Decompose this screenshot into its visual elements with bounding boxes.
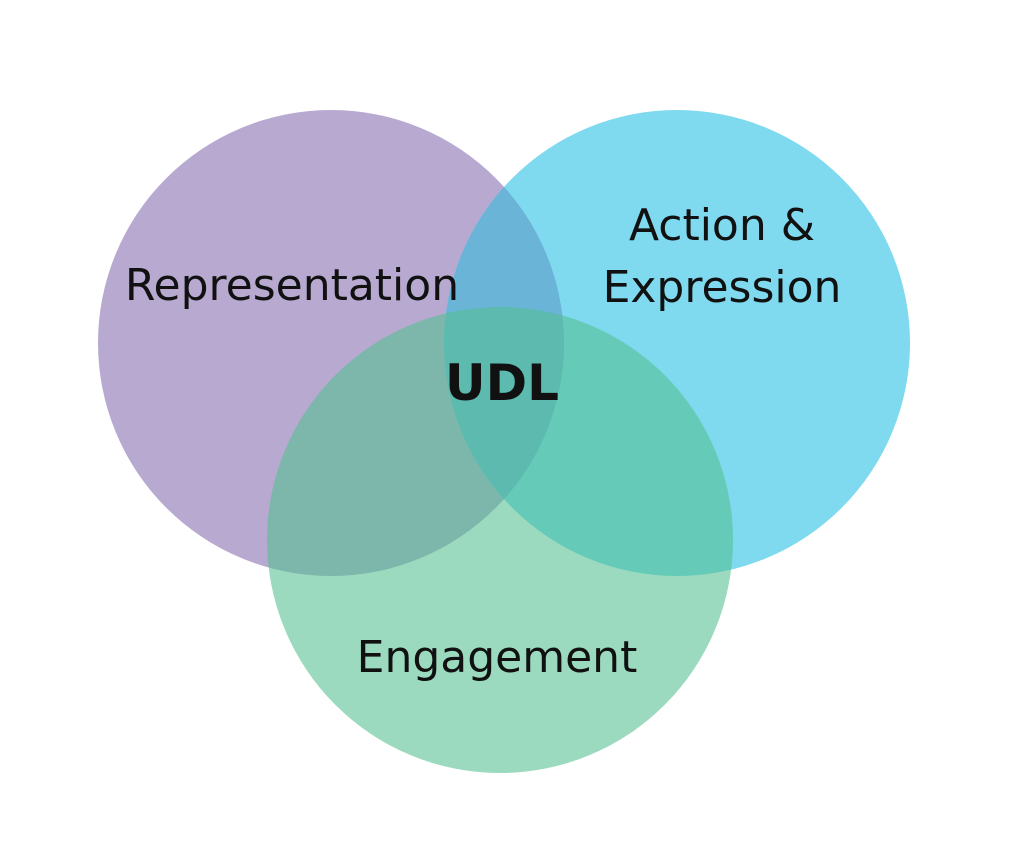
label-engagement: Engagement xyxy=(357,632,638,683)
label-action-line2: Expression xyxy=(603,262,842,313)
label-action-line1: Action & xyxy=(629,200,815,251)
circle-engagement xyxy=(267,307,733,773)
label-udl-center: UDL xyxy=(445,354,559,412)
label-representation: Representation xyxy=(125,260,459,311)
